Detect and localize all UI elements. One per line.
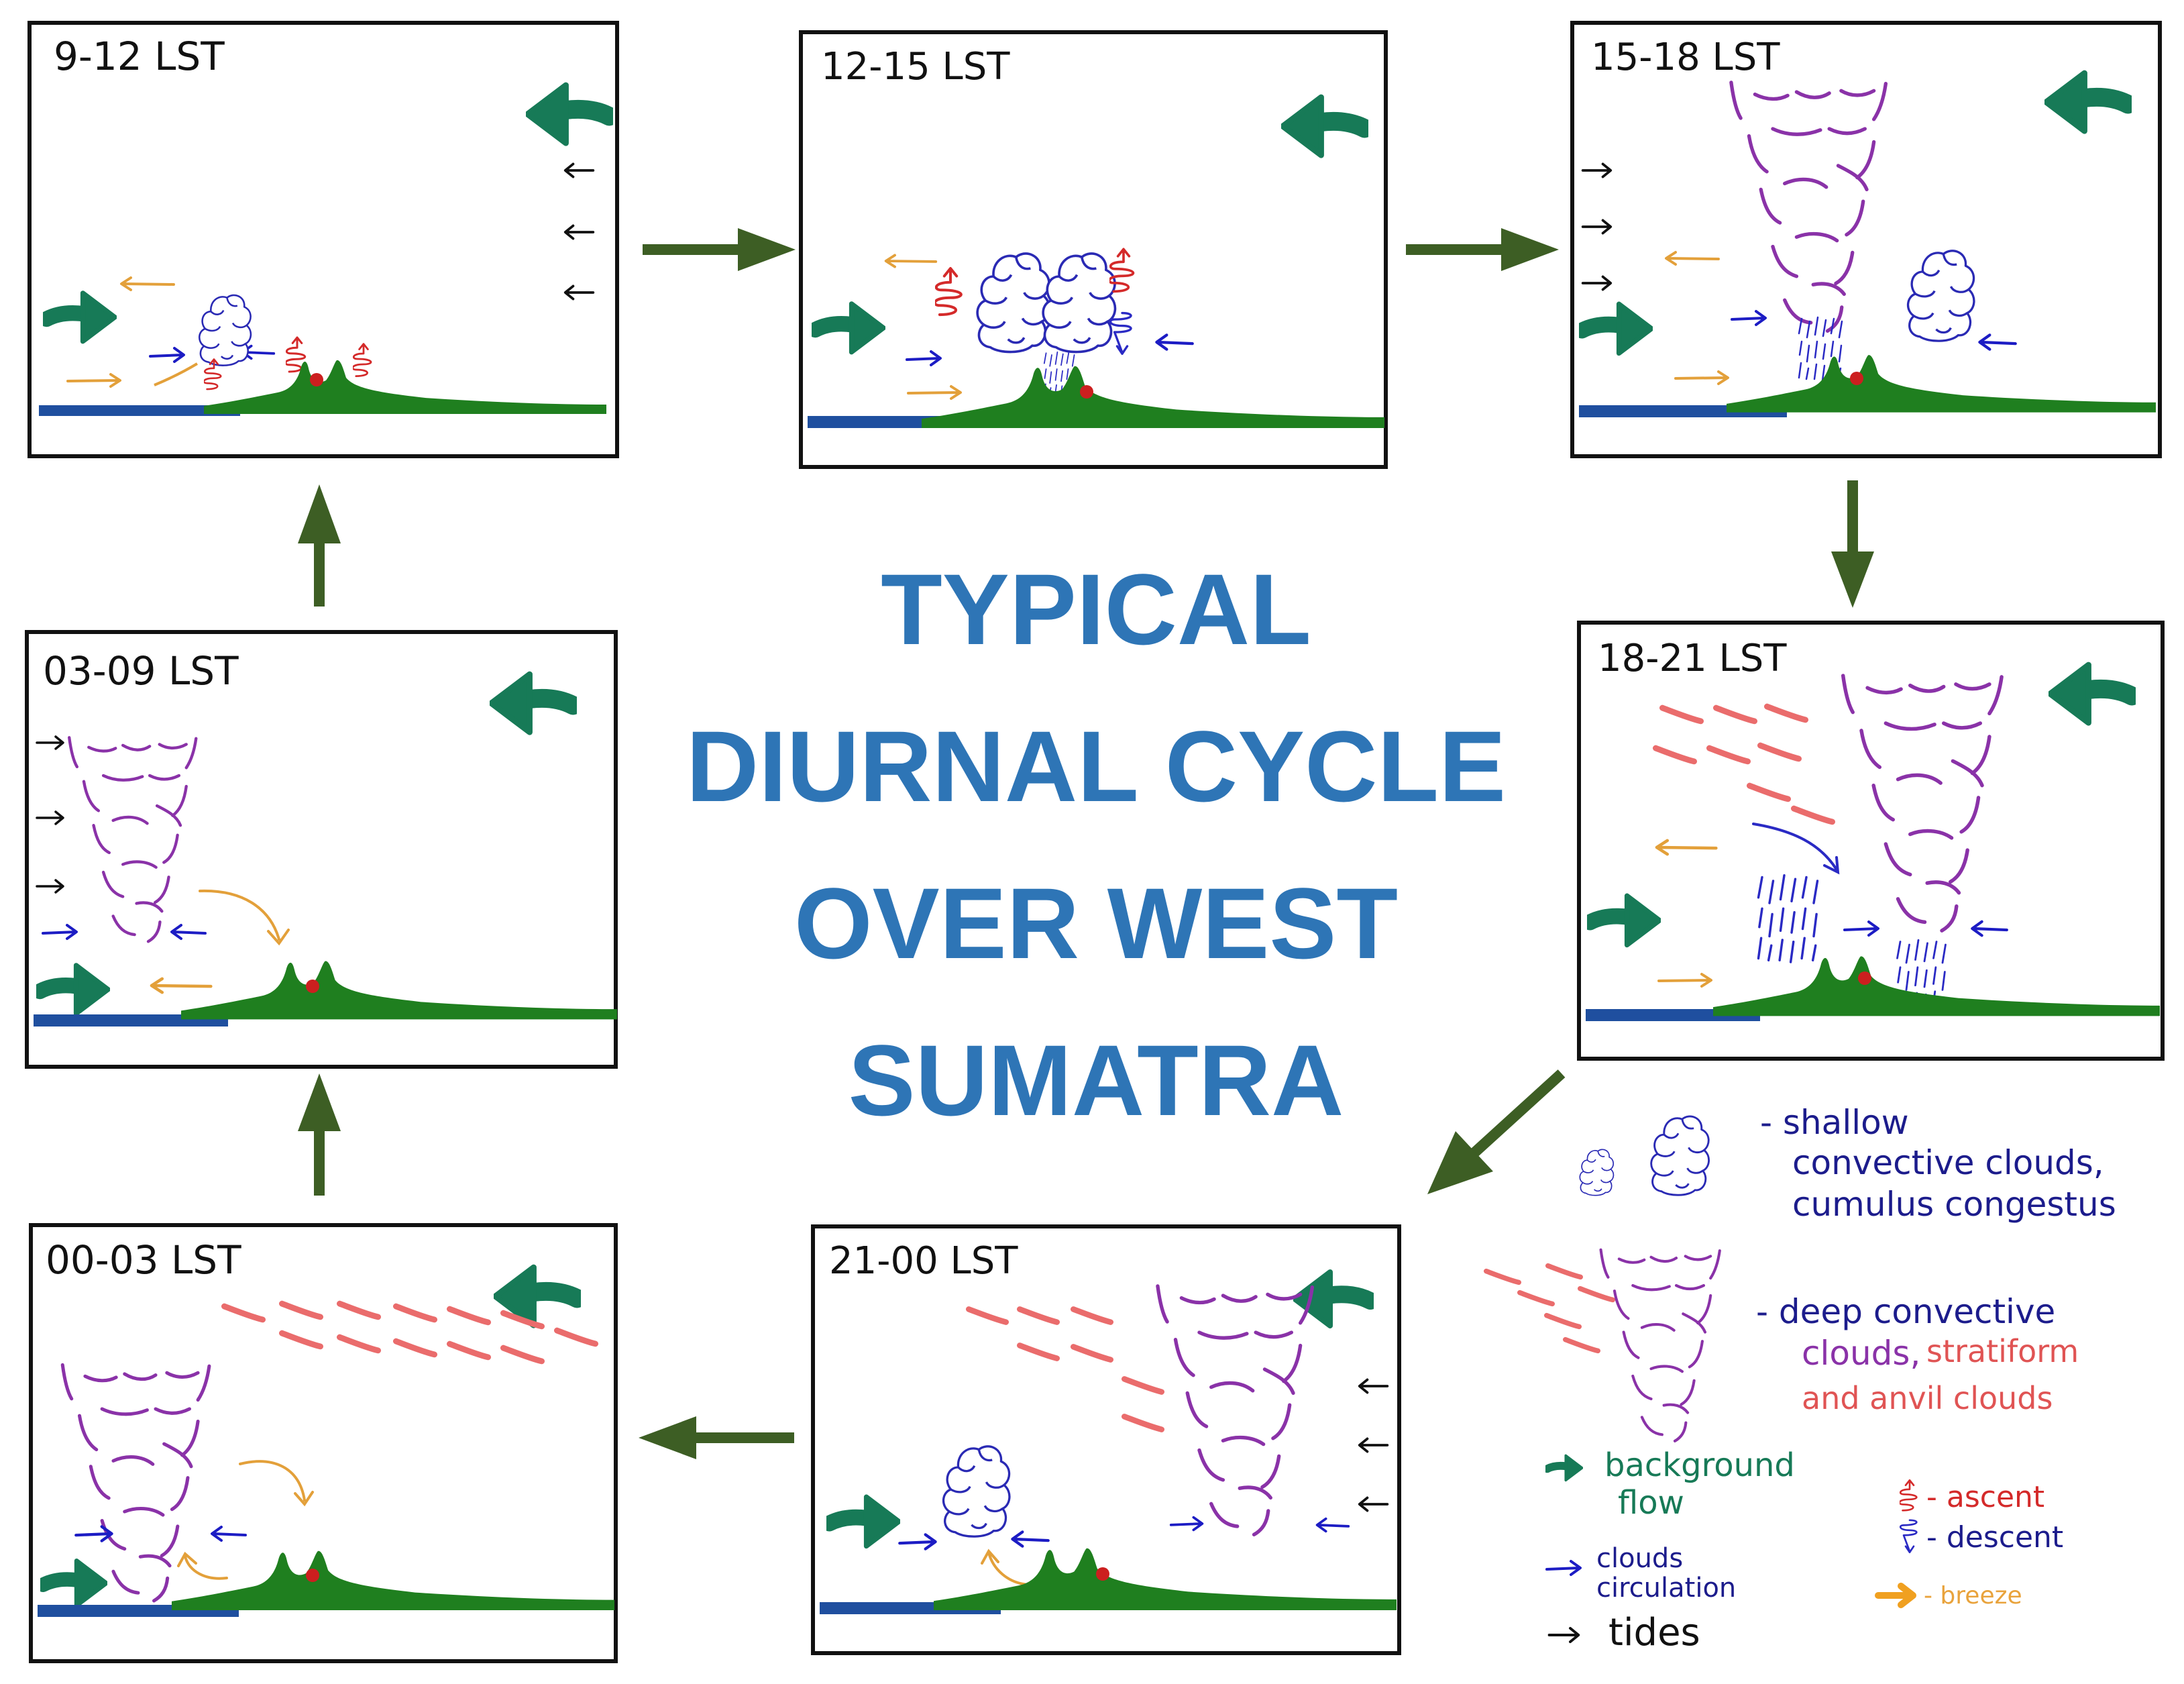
legend-background-flow-icon	[1547, 1456, 1582, 1481]
panel-00-03: 00-03 LST	[29, 1223, 618, 1663]
main-title: TYPICAL DIURNAL CYCLE OVER WEST SUMATRA	[686, 553, 1506, 1137]
summit-dot	[1858, 971, 1871, 985]
title-line-3: OVER WEST	[794, 867, 1398, 980]
summit-dot	[306, 980, 319, 993]
sea	[34, 1014, 228, 1027]
title-line-4: SUMATRA	[849, 1024, 1344, 1137]
breeze-curve	[154, 362, 199, 386]
title-line-1: TYPICAL	[881, 553, 1311, 666]
legend-shallow-cloud-small-icon	[1579, 1149, 1615, 1196]
cycle-arrow-3-to-4	[1831, 480, 1874, 608]
legend-deep-text-1: - deep convective	[1756, 1292, 2055, 1331]
panel-18-21: 18-21 LST	[1577, 621, 2165, 1061]
legend-deep-text-2a: clouds,	[1802, 1334, 1920, 1373]
summit-dot	[306, 1569, 319, 1582]
breeze-curve	[199, 889, 290, 946]
panel-09-12: 9-12 LST	[28, 21, 619, 458]
legend-descent-text: - descent	[1926, 1520, 2063, 1555]
panel-label: 00-03 LST	[46, 1237, 241, 1283]
cycle-arrow-2-to-3	[1406, 228, 1559, 271]
legend-background-flow-text-2: flow	[1618, 1484, 1684, 1522]
legend-circulation-text-1: clouds	[1596, 1543, 1683, 1574]
descent-arrow	[1752, 823, 1840, 875]
panel-12-15: 12-15 LST	[799, 30, 1388, 469]
legend-shallow-text-3: cumulus congestus	[1792, 1185, 2116, 1224]
breeze-curve	[239, 1460, 314, 1507]
legend-deep-text-2b: stratiform	[1926, 1333, 2079, 1369]
panel-label: 18-21 LST	[1598, 637, 1787, 680]
legend-shallow-text-2: convective clouds,	[1792, 1143, 2104, 1182]
panel-15-18: 15-18 LST	[1570, 21, 2162, 458]
breeze-curve	[177, 1551, 228, 1580]
legend-ascent-text: - ascent	[1926, 1480, 2044, 1514]
cycle-arrows	[298, 228, 1874, 1459]
legend-deep-text-3: and anvil clouds	[1802, 1380, 2053, 1416]
panel-label: 03-09 LST	[43, 648, 239, 694]
sea	[39, 405, 240, 416]
legend-circulation-text-2: circulation	[1596, 1573, 1736, 1603]
summit-dot	[1850, 372, 1863, 385]
legend-shallow-text-1: - shallow	[1760, 1103, 1909, 1142]
panel-label: 12-15 LST	[821, 45, 1010, 89]
panel-label: 9-12 LST	[54, 34, 225, 79]
legend-tide-arrow-icon	[1547, 1626, 1580, 1644]
legend: - shallow convective clouds, cumulus con…	[1486, 1103, 2116, 1654]
legend-shallow-cloud-large-icon	[1650, 1115, 1710, 1196]
panel-03-09: 03-09 LST	[25, 630, 618, 1069]
summit-dot	[310, 373, 323, 386]
cycle-arrow-1-to-2	[643, 228, 796, 271]
cycle-arrow-6-to-7	[298, 1073, 341, 1196]
summit-dot	[1080, 385, 1093, 399]
legend-deep-cloud-icon	[1601, 1250, 1720, 1441]
panel-21-00: 21-00 LST	[811, 1224, 1401, 1655]
legend-background-flow-text-1: background	[1604, 1446, 1795, 1484]
title-line-2: DIURNAL CYCLE	[686, 710, 1506, 823]
cycle-arrow-7-to-1	[298, 484, 341, 607]
legend-tides-text: tides	[1608, 1611, 1700, 1654]
legend-circulation-arrow-icon	[1545, 1560, 1582, 1576]
legend-breeze-icon	[1875, 1583, 1916, 1608]
cycle-arrow-5-to-6	[639, 1416, 794, 1459]
breeze-curve	[981, 1548, 1030, 1586]
legend-breeze-text: - breeze	[1924, 1582, 2022, 1610]
panel-label: 15-18 LST	[1591, 36, 1780, 79]
legend-stratiform-dashes	[1486, 1266, 1613, 1351]
cycle-arrow-4-to-5	[1427, 1069, 1566, 1194]
summit-dot	[1096, 1567, 1109, 1581]
panel-label: 21-00 LST	[829, 1239, 1018, 1283]
legend-descent-icon	[1900, 1519, 1918, 1554]
legend-ascent-icon	[1900, 1479, 1918, 1512]
